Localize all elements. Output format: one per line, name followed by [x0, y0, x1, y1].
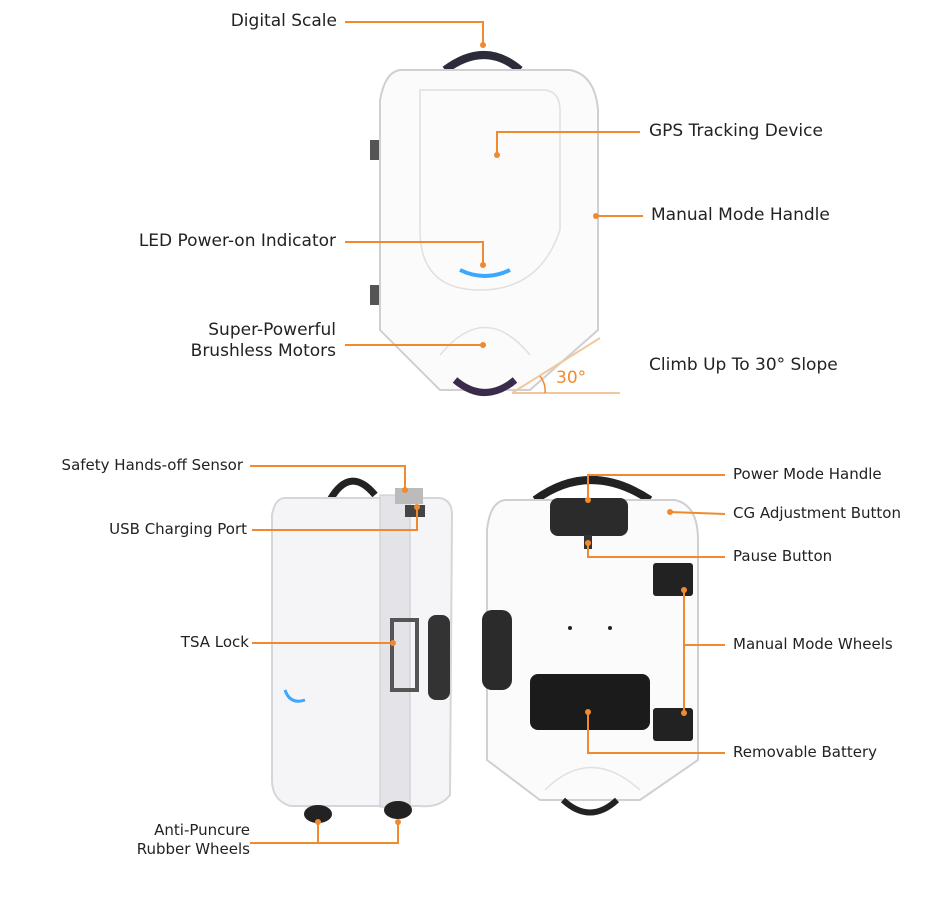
slope-indicator [511, 337, 620, 394]
suitcase-back-view [482, 476, 699, 816]
label-digital-scale: Digital Scale [230, 11, 337, 31]
label-climb-slope: Climb Up To 30° Slope [649, 355, 838, 375]
label-removable-battery: Removable Battery [733, 743, 878, 761]
label-tsa-lock: TSA Lock [180, 633, 249, 651]
led-icon [459, 268, 511, 278]
label-manual-mode-wheels: Manual Mode Wheels [733, 635, 893, 653]
label-power-mode-handle: Power Mode Handle [733, 465, 882, 483]
label-pause-button: Pause Button [733, 547, 833, 565]
label-led-indicator: LED Power-on Indicator [138, 231, 336, 251]
label-gps-tracking: GPS Tracking Device [649, 121, 823, 141]
callout-lines [250, 21, 726, 844]
label-manual-mode-handle: Manual Mode Handle [651, 205, 830, 225]
label-usb-port: USB Charging Port [109, 520, 247, 538]
label-wheels-line2: Rubber Wheels [136, 840, 250, 858]
label-cg-button: CG Adjustment Button [733, 504, 901, 522]
suitcase-front-view [370, 51, 599, 396]
label-wheels-line1: Anti-Puncure [154, 821, 250, 839]
label-motors-line1: Super-Powerful [208, 320, 336, 340]
callout-dots [315, 42, 687, 825]
label-slope-angle: 30° [556, 368, 587, 388]
battery-pack [530, 674, 650, 730]
suitcase-side-view [271, 477, 454, 823]
label-motors-line2: Brushless Motors [190, 341, 336, 361]
label-safety-sensor: Safety Hands-off Sensor [61, 456, 243, 474]
